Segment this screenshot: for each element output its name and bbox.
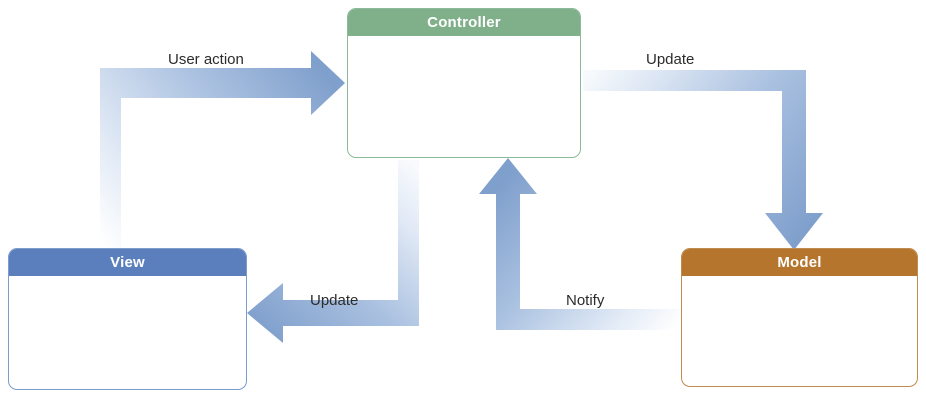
edge-label-update-controller-view: Update [310,292,359,309]
node-model-title: Model [682,249,917,276]
node-model[interactable]: Model [681,248,918,387]
node-controller[interactable]: Controller [347,8,581,158]
edge-label-user-action: User action [168,51,244,68]
node-view[interactable]: View [8,248,247,390]
edge-label-notify: Notify [566,292,605,309]
arrow-notify-model-controller [479,158,683,330]
arrow-update-controller-model [583,70,823,250]
node-view-title: View [9,249,246,276]
edge-label-update-controller-model: Update [646,51,695,68]
node-controller-title: Controller [348,9,580,36]
arrow-user-action [100,51,345,252]
arrow-update-controller-view [247,160,419,343]
